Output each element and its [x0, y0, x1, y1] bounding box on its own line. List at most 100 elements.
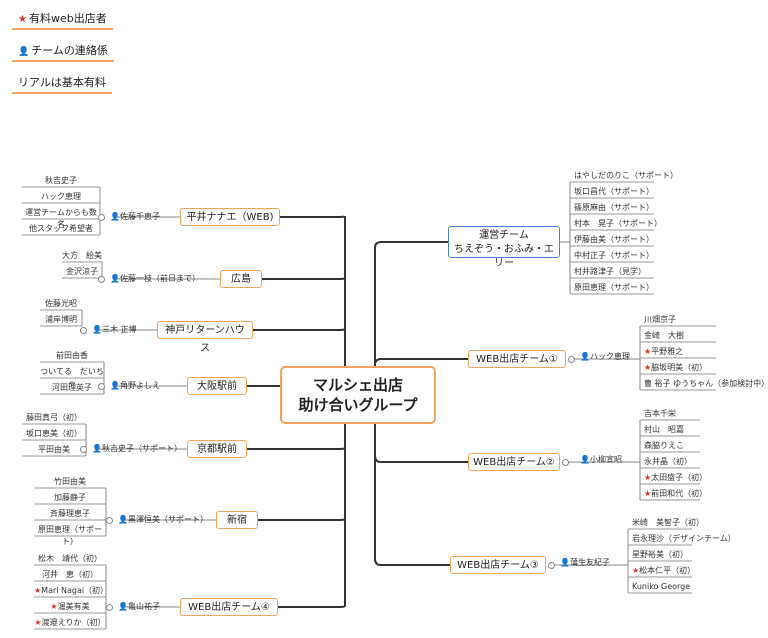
member-name: 曹 裕子 ゆうちゃん（参加検討中） [644, 379, 768, 388]
collapse-toggle[interactable] [98, 214, 105, 221]
contact-person: 👤佐藤千恵子 [110, 211, 160, 223]
member-item[interactable]: 村山 昭嘉 [644, 424, 684, 436]
branch-4[interactable]: 京都駅前 [187, 440, 247, 458]
member-name: 河田理英子 [52, 383, 92, 392]
member-item[interactable]: ハック恵理 [22, 191, 100, 203]
collapse-toggle[interactable] [80, 446, 87, 453]
member-item[interactable]: 吉本千栄 [644, 408, 676, 420]
member-name: 坂口昌代（サポート） [574, 187, 654, 196]
collapse-toggle[interactable] [80, 327, 87, 334]
member-item[interactable]: 前田由香 [40, 350, 104, 362]
member-item[interactable]: 原田恵理（サポート） [34, 524, 106, 546]
branch-5[interactable]: 新宿 [216, 511, 258, 529]
member-item[interactable]: ★渡邉えりか（初） [34, 617, 106, 629]
collapse-toggle[interactable] [568, 356, 575, 363]
member-item[interactable]: 秋吉史子 [22, 175, 100, 187]
member-item[interactable]: 佐藤光昭 [40, 298, 82, 310]
contact-name: 蒲生友紀子 [569, 558, 610, 567]
branch-6[interactable]: WEB出店チーム④ [180, 598, 278, 616]
member-item[interactable]: 原田恵理（サポート） [574, 282, 654, 294]
member-item[interactable]: ついてる だいちゃ [40, 366, 104, 388]
member-item[interactable]: はやしだのりこ（サポート） [574, 170, 678, 182]
person-icon: 👤 [110, 274, 120, 283]
member-item[interactable]: 曹 裕子 ゆうちゃん（参加検討中） [644, 378, 768, 390]
member-name: 吉本千栄 [644, 409, 676, 418]
member-item[interactable]: ★平野雅之 [644, 346, 683, 358]
star-icon: ★ [50, 602, 58, 611]
collapse-toggle[interactable] [98, 276, 105, 283]
member-item[interactable]: 浦岸博明 [40, 314, 82, 326]
member-name: 平田由美 [38, 445, 70, 454]
member-item[interactable]: 星野裕美（初） [632, 549, 688, 561]
star-icon: ★ [34, 618, 42, 627]
member-name: 太田盛子（初） [651, 473, 708, 482]
member-name: 斉藤理恵子 [50, 509, 90, 518]
member-item[interactable]: 平田由美 [22, 444, 86, 456]
member-item[interactable]: 篠原麻由（サポート） [574, 202, 654, 214]
member-item[interactable]: Kuniko George [632, 581, 690, 593]
contact-person: 👤三木 正博 [92, 324, 137, 336]
member-item[interactable]: ★渥美有美 [34, 601, 106, 613]
contact-name: 角野よしえ [119, 381, 160, 390]
member-name: 渡邉えりか（初） [41, 618, 106, 627]
member-item[interactable]: 伊藤由美（サポート） [574, 234, 654, 246]
branch-3[interactable]: 大阪駅前 [187, 377, 247, 395]
trunk-connector [374, 358, 468, 395]
collapse-toggle[interactable] [106, 517, 113, 524]
member-item[interactable]: 加藤静子 [34, 492, 106, 504]
branch-right-2[interactable]: WEB出店チーム② [468, 453, 560, 471]
member-item[interactable]: 川畑京子 [644, 314, 676, 326]
legend-contact: 👤チームの連絡係 [12, 42, 114, 62]
star-icon: ★ [644, 473, 652, 482]
member-item[interactable]: 岩永理沙（デザインチーム） [632, 533, 736, 545]
member-item[interactable]: 金沢涼子 [62, 266, 102, 278]
member-item[interactable]: 河田理英子 [40, 382, 104, 394]
branch-0[interactable]: 平井ナナエ（WEB) [180, 208, 280, 226]
contact-person: 👤蒲生友紀子 [560, 557, 610, 569]
member-item[interactable]: ★脇坂明美（初） [644, 362, 707, 374]
branch-right-0[interactable]: 運営チームちえぞう・おふみ・エリー [448, 226, 560, 269]
member-name: 村本 晃子（サポート） [574, 219, 662, 228]
member-name: 原田恵理（サポート） [38, 525, 102, 546]
person-icon: 👤 [580, 455, 590, 464]
member-item[interactable]: ★Mari Nagai（初） [34, 585, 108, 597]
member-item[interactable]: 斉藤理恵子 [34, 508, 106, 520]
member-name: 藤田真弓（初） [26, 413, 82, 422]
member-item[interactable]: 村井路津子（見学） [574, 266, 646, 278]
member-item[interactable]: 藤田真弓（初） [22, 412, 86, 424]
branch-right-1[interactable]: WEB出店チーム① [468, 350, 566, 368]
member-item[interactable]: 米崎 美智子（初） [632, 517, 704, 529]
star-icon: ★ [644, 363, 652, 372]
member-name: 米崎 美智子（初） [632, 518, 704, 527]
member-item[interactable]: 竹田由美 [34, 476, 106, 488]
member-name: 松本仁平（初） [639, 566, 696, 575]
collapse-toggle[interactable] [548, 562, 555, 569]
member-item[interactable]: 運営チームからも数名 [22, 207, 100, 229]
member-item[interactable]: 森脇りえこ [644, 440, 684, 452]
member-item[interactable]: 村本 晃子（サポート） [574, 218, 662, 230]
member-item[interactable]: 永井晶（初） [644, 456, 692, 468]
member-item[interactable]: ★松本仁平（初） [632, 565, 695, 577]
member-item[interactable]: 他スタッフ希望者 [22, 223, 100, 235]
member-item[interactable]: 坂口恵美（初） [22, 428, 86, 440]
member-item[interactable]: 金崎 大樹 [644, 330, 684, 342]
member-name: 星野裕美（初） [632, 550, 688, 559]
member-item[interactable]: 松木 靖代（初） [34, 553, 106, 565]
person-icon: 👤 [118, 515, 128, 524]
branch-right-3[interactable]: WEB出店チーム③ [450, 556, 546, 574]
central-topic[interactable]: マルシェ出店 助け合いグループ [280, 366, 436, 424]
contact-person: 👤ハック恵理 [580, 351, 630, 363]
collapse-toggle[interactable] [562, 459, 569, 466]
member-item[interactable]: ★太田盛子（初） [644, 472, 707, 484]
member-item[interactable]: 河井 恵（初） [34, 569, 106, 581]
team-name: 運営チーム [479, 230, 529, 241]
collapse-toggle[interactable] [106, 604, 113, 611]
member-item[interactable]: 中村正子（サポート） [574, 250, 654, 262]
member-item[interactable]: 坂口昌代（サポート） [574, 186, 654, 198]
member-item[interactable]: 大方 絵美 [62, 250, 102, 262]
branch-2[interactable]: 神戸リターンハウス [157, 321, 253, 354]
contact-name: 黒澤恒美（サポート） [127, 515, 208, 524]
member-item[interactable]: ★前田和代（初） [644, 488, 707, 500]
collapse-toggle[interactable] [98, 383, 105, 390]
branch-1[interactable]: 広島 [220, 270, 262, 288]
